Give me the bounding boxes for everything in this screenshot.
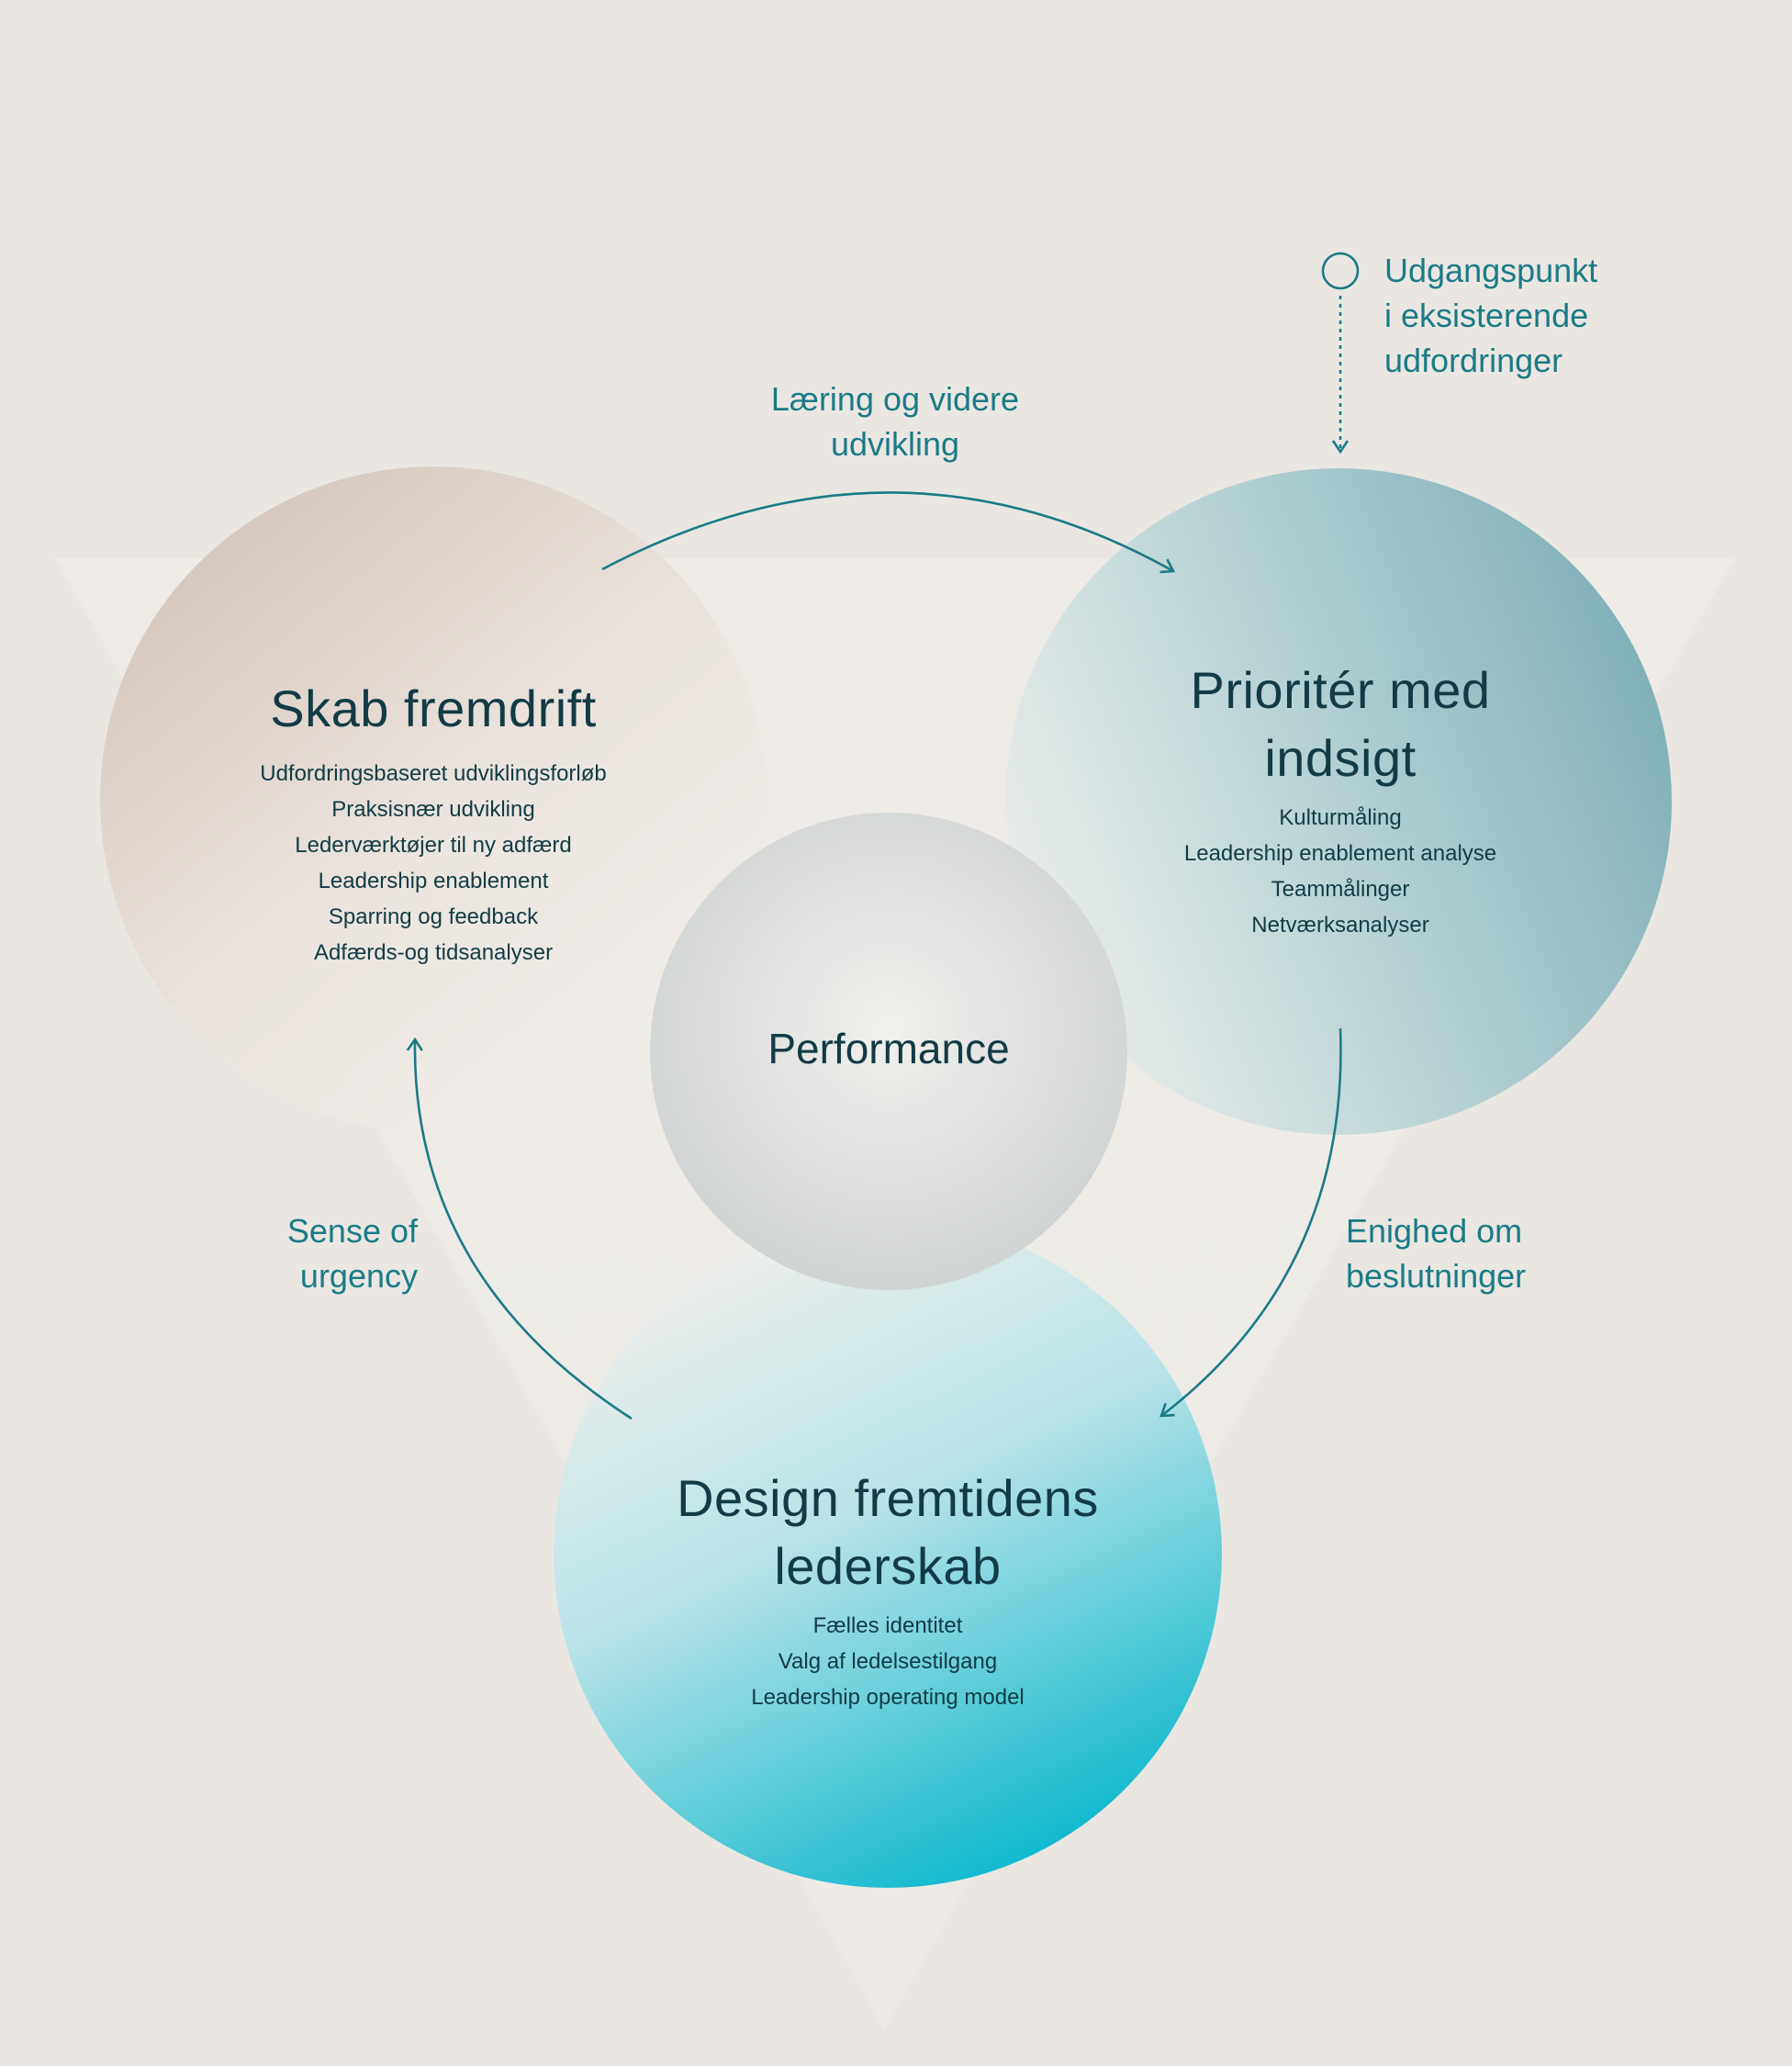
right-circle-content: Prioritér med indsigt Kulturmåling Leade…	[1102, 657, 1579, 943]
list-item: Leadership enablement	[318, 869, 549, 893]
list-item: Netværksanalyser	[1251, 913, 1429, 938]
center-circle	[650, 813, 1127, 1290]
flow-arrow-top	[601, 491, 1176, 574]
flow-label-right: Enighed om beslutninger	[1346, 1212, 1527, 1295]
flow-label-top: Læring og videre udvikling	[770, 380, 1020, 463]
left-circle-title: Skab fremdrift	[270, 679, 597, 737]
left-circle	[100, 466, 767, 1133]
flow-label-left: Sense of urgency	[286, 1212, 418, 1295]
left-circle-list: Udfordringsbaseret udviklingsforløb Prak…	[204, 756, 663, 971]
list-item: Udfordringsbaseret udviklingsforløb	[260, 761, 607, 786]
right-circle-title: Prioritér med indsigt	[1190, 661, 1491, 787]
right-circle-list: Kulturmåling Leadership enablement analy…	[1102, 800, 1579, 943]
list-item: Adfærds-og tidsanalyser	[313, 940, 554, 965]
list-item: Kulturmåling	[1279, 805, 1402, 830]
list-item: Fælles identitet	[812, 1613, 963, 1638]
list-item: Valg af ledelsestilgang	[778, 1649, 998, 1674]
right-circle	[1005, 468, 1672, 1135]
list-item: Leadership operating model	[751, 1685, 1025, 1710]
bottom-circle-title: Design fremtidens lederskab	[677, 1469, 1099, 1595]
bottom-circle-list: Fælles identitet Valg af ledelsestilgang…	[649, 1608, 1126, 1715]
list-item: Sparring og feedback	[328, 904, 539, 929]
list-item: Praksisnær udvikling	[331, 797, 535, 822]
bottom-circle-content: Design fremtidens lederskab Fælles ident…	[649, 1465, 1126, 1715]
list-item: Lederværktøjer til ny adfærd	[295, 833, 572, 858]
flow-arrow-right	[1159, 1027, 1342, 1418]
left-circle-content: Skab fremdrift Udfordringsbaseret udvikl…	[204, 675, 663, 971]
bottom-circle	[554, 1219, 1222, 1888]
list-item: Teammålinger	[1271, 877, 1410, 902]
start-point-icon	[1321, 252, 1360, 290]
list-item: Leadership enablement analyse	[1183, 841, 1497, 866]
center-label: Performance	[767, 1025, 1010, 1072]
start-point-label: Udgangspunkt i eksisterende udfordringer	[1384, 252, 1598, 379]
flow-arrow-left	[406, 1037, 633, 1420]
